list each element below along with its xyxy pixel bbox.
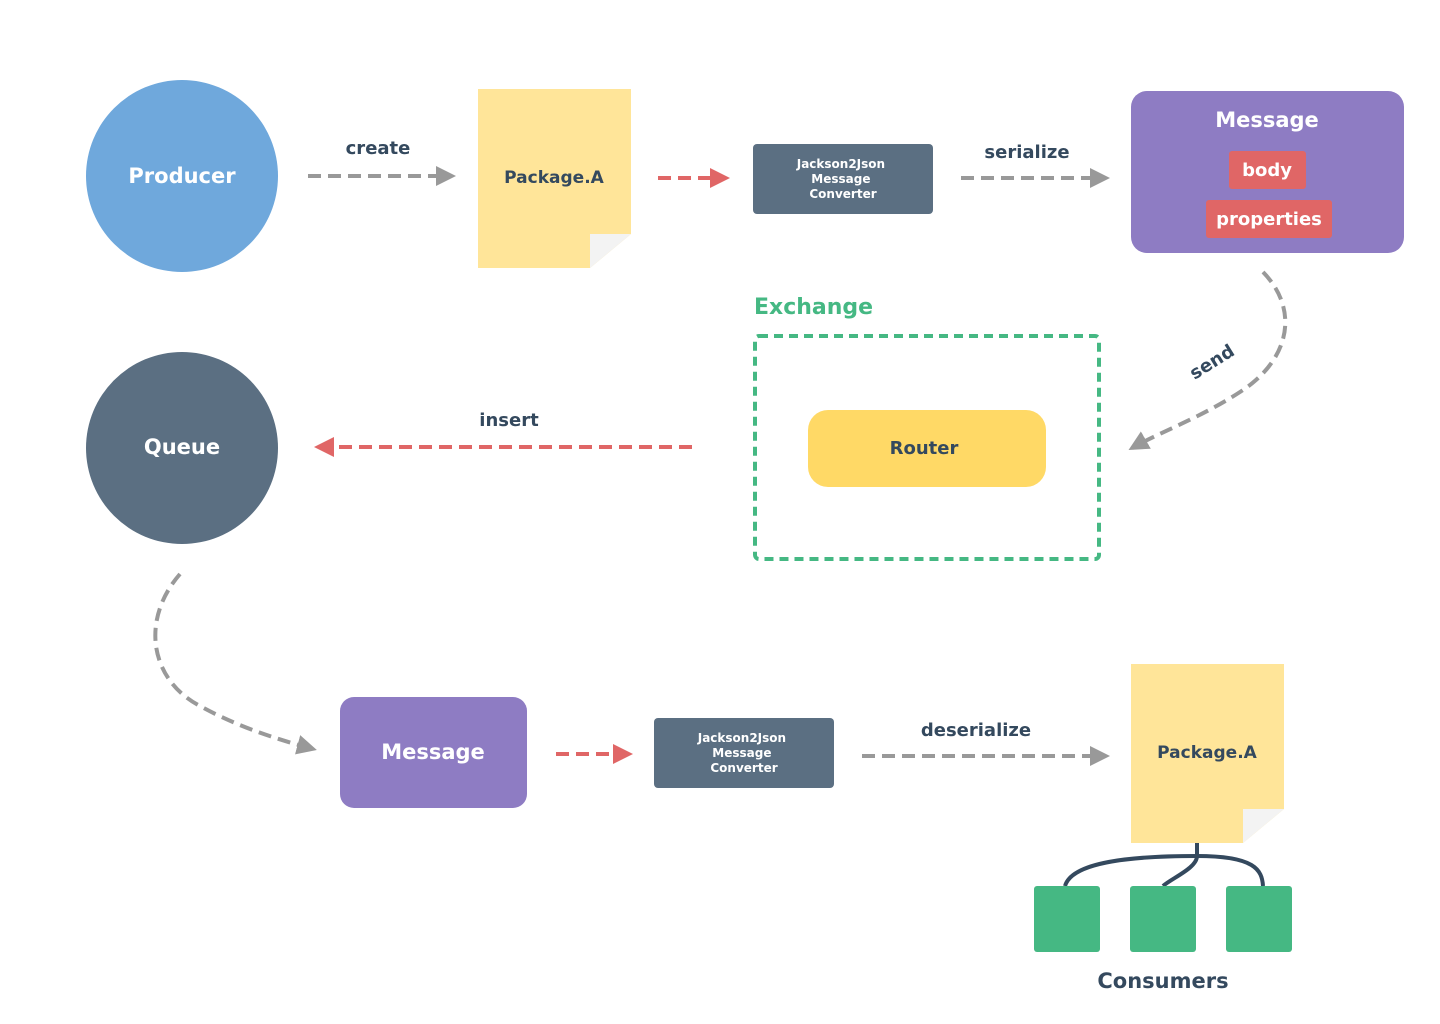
producer-node: Producer [86,80,278,272]
router-label: Router [890,438,959,459]
deserialize-edge: deserialize [862,720,1110,766]
converter-bottom-line-3: Converter [710,761,777,775]
message-bottom-node: Message [340,697,527,808]
converter-bottom-line-1: Jackson2Json [697,731,786,745]
send-edge: send [1128,270,1288,450]
converter-top-line-2: Message [811,172,870,186]
create-edge: create [308,138,456,186]
consume-edge [153,572,317,755]
converter-top-node: Jackson2Json Message Converter [753,144,933,214]
body-tag-label: body [1242,160,1292,181]
properties-tag-label: properties [1216,209,1322,230]
consumers-label: Consumers [1097,969,1228,993]
exchange-label: Exchange [754,295,873,320]
converter-top-line-3: Converter [809,187,876,201]
insert-edge: insert [314,410,692,457]
router-node [808,410,1046,487]
message-top-node: Message body properties [1131,91,1404,253]
exchange-node: Exchange Router [753,295,1101,561]
package-bottom-label: Package.A [1157,743,1257,763]
queue-node: Queue [86,352,278,544]
consumer-3 [1226,886,1292,952]
converter-top-line-1: Jackson2Json [796,157,885,171]
package-top-label: Package.A [504,168,604,188]
body-tag [1229,151,1306,189]
serialize-label: serialize [984,142,1069,163]
consumer-2 [1130,886,1196,952]
queue-label: Queue [144,435,220,459]
serialize-edge: serialize [961,142,1110,188]
package-bottom-node: Package.A [1131,664,1284,843]
consumer-1 [1034,886,1100,952]
consumer-connectors [1063,843,1265,888]
insert-label: insert [479,410,539,431]
producer-label: Producer [128,164,236,188]
converter-bottom-line-2: Message [712,746,771,760]
message-bottom-label: Message [381,740,485,764]
deserialize-label: deserialize [921,720,1031,741]
svg-text:Jackson2Json Message: Jackson2Json Message Converter [796,157,890,201]
package-top-node: Package.A [478,89,631,268]
converter-bottom-node: Jackson2Json Message Converter [654,718,834,788]
consumers-group: Consumers [1034,886,1292,993]
message-top-title: Message [1215,108,1319,132]
create-label: create [346,138,411,159]
send-label: send [1186,341,1238,385]
svg-text:Jackson2Json Message: Jackson2Json Message Converter [697,731,791,775]
properties-tag [1206,200,1332,238]
